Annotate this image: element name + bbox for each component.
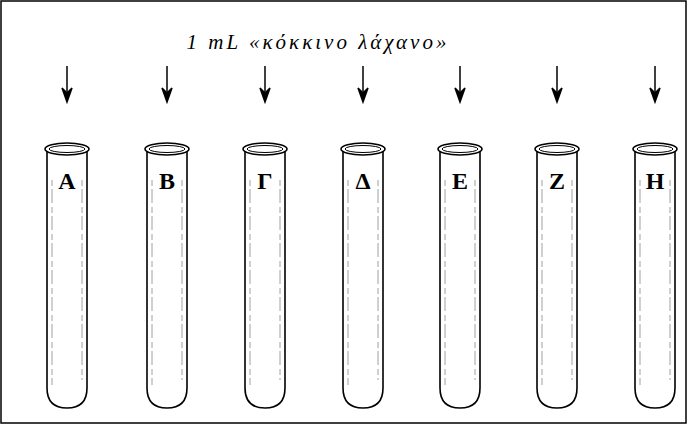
tube-letter: Γ bbox=[241, 168, 289, 195]
test-tube: Η bbox=[631, 140, 679, 412]
tube-letter: Ζ bbox=[533, 168, 581, 195]
test-tube: Γ bbox=[241, 140, 289, 412]
tube-letter: Ε bbox=[436, 168, 484, 195]
drop-arrows bbox=[62, 66, 660, 102]
test-tube: Δ bbox=[339, 140, 387, 412]
test-tube: Α bbox=[43, 140, 91, 412]
tube-letter: Α bbox=[43, 168, 91, 195]
test-tube: Ζ bbox=[533, 140, 581, 412]
test-tube: Β bbox=[143, 140, 191, 412]
tube-letter: Β bbox=[143, 168, 191, 195]
tube-letter: Δ bbox=[339, 168, 387, 195]
tube-letter: Η bbox=[631, 168, 679, 195]
reagent-label: 1 mL «κόκκινο λάχανο» bbox=[187, 30, 450, 55]
test-tube: Ε bbox=[436, 140, 484, 412]
